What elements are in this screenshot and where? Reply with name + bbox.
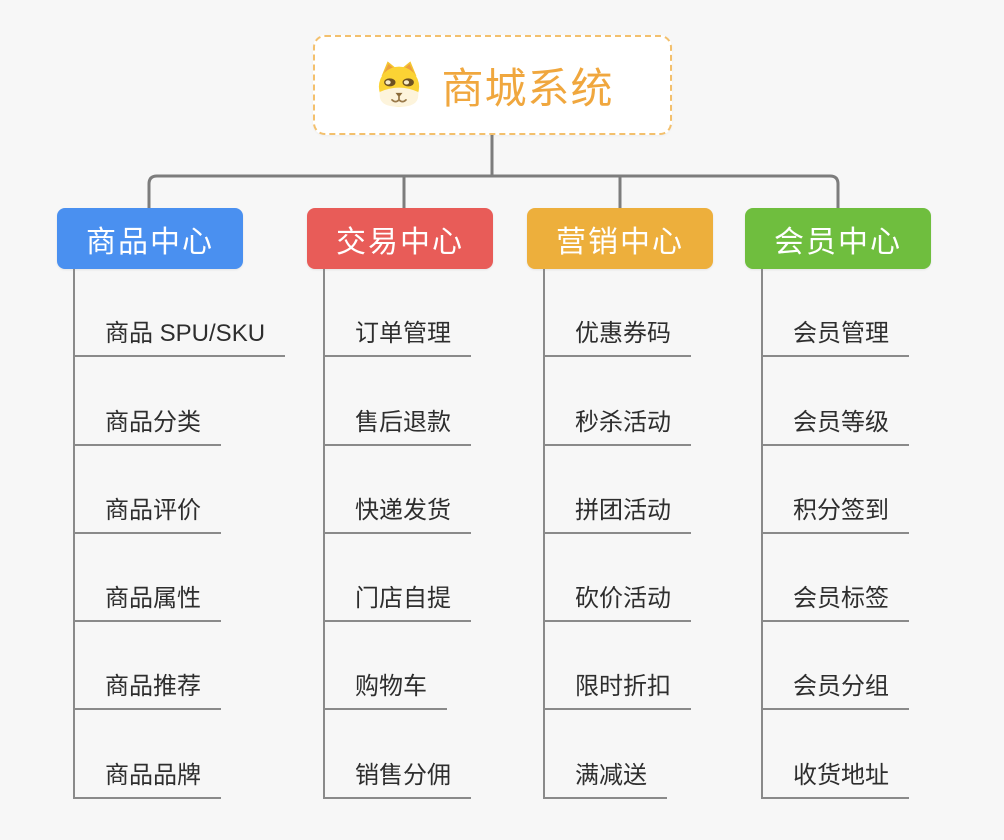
child-topic-label: 快递发货 (323, 490, 471, 534)
child-topic[interactable]: 会员等级 (761, 357, 909, 446)
child-topic-label: 购物车 (323, 666, 447, 711)
branch-trunk-line (543, 269, 545, 799)
child-topic-label: 会员管理 (761, 313, 909, 358)
child-topic[interactable]: 积分签到 (761, 446, 909, 534)
child-topic[interactable]: 会员管理 (761, 269, 909, 358)
branch-children: 优惠券码 秒杀活动 拼团活动 砍价活动 限时折扣 满减送 (543, 269, 691, 799)
branch-column-member: 会员中心 会员管理 会员等级 积分签到 会员标签 会员分组 收货地址 (745, 208, 985, 799)
child-topic[interactable]: 收货地址 (761, 710, 909, 799)
child-topic[interactable]: 满减送 (543, 710, 691, 799)
child-topic[interactable]: 销售分佣 (323, 710, 471, 799)
child-topic[interactable]: 售后退款 (323, 357, 471, 446)
child-topic-label: 商品分类 (73, 402, 221, 446)
child-topic[interactable]: 限时折扣 (543, 622, 691, 711)
branch-topic-trade[interactable]: 交易中心 (307, 208, 493, 269)
branch-trunk-line (73, 269, 75, 799)
child-topic[interactable]: 订单管理 (323, 269, 471, 358)
child-topic[interactable]: 拼团活动 (543, 446, 691, 534)
child-topic-label: 销售分佣 (323, 755, 471, 799)
child-topic[interactable]: 商品 SPU/SKU (73, 269, 286, 358)
child-topic[interactable]: 优惠券码 (543, 269, 691, 358)
branch-children: 商品 SPU/SKU 商品分类 商品评价 商品属性 商品推荐 商品品牌 (73, 269, 286, 799)
branch-children: 会员管理 会员等级 积分签到 会员标签 会员分组 收货地址 (761, 269, 909, 799)
branch-column-trade: 交易中心 订单管理 售后退款 快递发货 门店自提 购物车 销售分佣 (307, 208, 547, 799)
branch-column-product: 商品中心 商品 SPU/SKU 商品分类 商品评价 商品属性 商品推荐 商品品牌 (57, 208, 297, 799)
child-topic-label: 门店自提 (323, 578, 471, 623)
branch-column-marketing: 营销中心 优惠券码 秒杀活动 拼团活动 砍价活动 限时折扣 满减送 (527, 208, 767, 799)
child-topic[interactable]: 商品品牌 (73, 710, 285, 799)
child-topic[interactable]: 商品属性 (73, 534, 285, 623)
child-topic[interactable]: 购物车 (323, 622, 471, 711)
child-topic-label: 商品 SPU/SKU (73, 313, 286, 358)
root-topic-title: 商城系统 (441, 64, 614, 112)
child-topic-label: 拼团活动 (543, 490, 691, 534)
branch-topic-marketing[interactable]: 营销中心 (527, 208, 713, 269)
root-topic[interactable]: 商城系统 (313, 35, 672, 135)
child-topic[interactable]: 秒杀活动 (543, 357, 691, 446)
child-topic-label: 会员等级 (761, 402, 909, 446)
child-topic-label: 商品品牌 (73, 755, 221, 799)
child-topic[interactable]: 会员分组 (761, 622, 909, 711)
child-topic-label: 商品评价 (73, 490, 221, 534)
child-topic-label: 限时折扣 (543, 666, 691, 711)
child-topic[interactable]: 快递发货 (323, 446, 471, 534)
child-topic-label: 积分签到 (761, 490, 909, 534)
branch-topic-member[interactable]: 会员中心 (745, 208, 931, 269)
child-topic-label: 会员分组 (761, 666, 909, 711)
child-topic-label: 满减送 (543, 755, 667, 799)
child-topic-label: 收货地址 (761, 755, 909, 799)
child-topic[interactable]: 商品分类 (73, 357, 285, 446)
child-topic-label: 商品属性 (73, 578, 221, 623)
child-topic-label: 商品推荐 (73, 666, 221, 711)
child-topic[interactable]: 商品推荐 (73, 622, 285, 711)
child-topic-label: 订单管理 (323, 313, 471, 358)
branch-topic-product[interactable]: 商品中心 (57, 208, 243, 269)
child-topic-label: 优惠券码 (543, 313, 691, 358)
child-topic-label: 售后退款 (323, 402, 471, 446)
child-topic[interactable]: 门店自提 (323, 534, 471, 623)
child-topic[interactable]: 会员标签 (761, 534, 909, 623)
dog-face-icon (379, 61, 420, 107)
branch-spine-line (147, 174, 840, 209)
child-topic[interactable]: 砍价活动 (543, 534, 691, 623)
branch-children: 订单管理 售后退款 快递发货 门店自提 购物车 销售分佣 (323, 269, 471, 799)
child-topic-label: 砍价活动 (543, 578, 691, 623)
branch-trunk-line (761, 269, 763, 799)
child-topic[interactable]: 商品评价 (73, 446, 285, 534)
child-topic-label: 秒杀活动 (543, 402, 691, 446)
child-topic-label: 会员标签 (761, 578, 909, 623)
branch-trunk-line (323, 269, 325, 799)
